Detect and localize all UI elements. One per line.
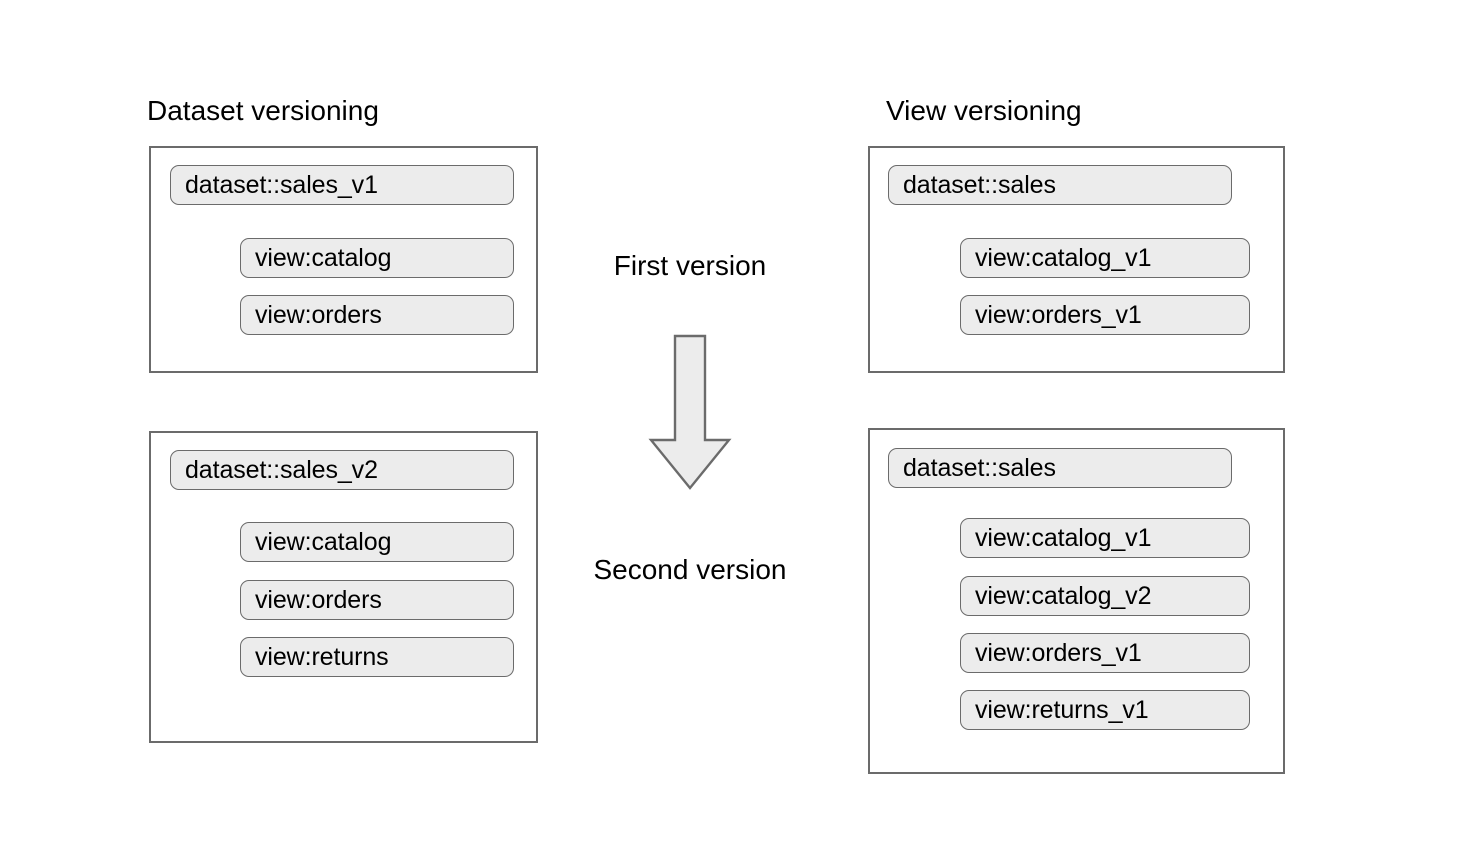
stage-label-first-version: First version	[613, 250, 767, 281]
node-view-orders-v1-2[interactable]: view:orders_v1	[960, 633, 1250, 673]
node-view-catalog-v2[interactable]: view:catalog_v2	[960, 576, 1250, 616]
node-view-catalog-v1-2[interactable]: view:catalog_v1	[960, 518, 1250, 558]
stage-label-second-version: Second version	[593, 554, 787, 585]
node-dataset-sales[interactable]: dataset::sales	[888, 165, 1232, 205]
node-view-catalog-2[interactable]: view:catalog	[240, 522, 514, 562]
node-view-orders-2[interactable]: view:orders	[240, 580, 514, 620]
node-dataset-sales-v2[interactable]: dataset::sales_v2	[170, 450, 514, 490]
column-title-view-versioning: View versioning	[886, 95, 1082, 126]
node-view-catalog[interactable]: view:catalog	[240, 238, 514, 278]
node-view-orders-v1[interactable]: view:orders_v1	[960, 295, 1250, 335]
node-view-orders[interactable]: view:orders	[240, 295, 514, 335]
node-view-catalog-v1[interactable]: view:catalog_v1	[960, 238, 1250, 278]
node-view-returns-v1[interactable]: view:returns_v1	[960, 690, 1250, 730]
node-view-returns[interactable]: view:returns	[240, 637, 514, 677]
down-arrow-icon	[648, 334, 732, 490]
column-title-dataset-versioning: Dataset versioning	[147, 95, 379, 126]
node-dataset-sales-2[interactable]: dataset::sales	[888, 448, 1232, 488]
node-dataset-sales-v1[interactable]: dataset::sales_v1	[170, 165, 514, 205]
